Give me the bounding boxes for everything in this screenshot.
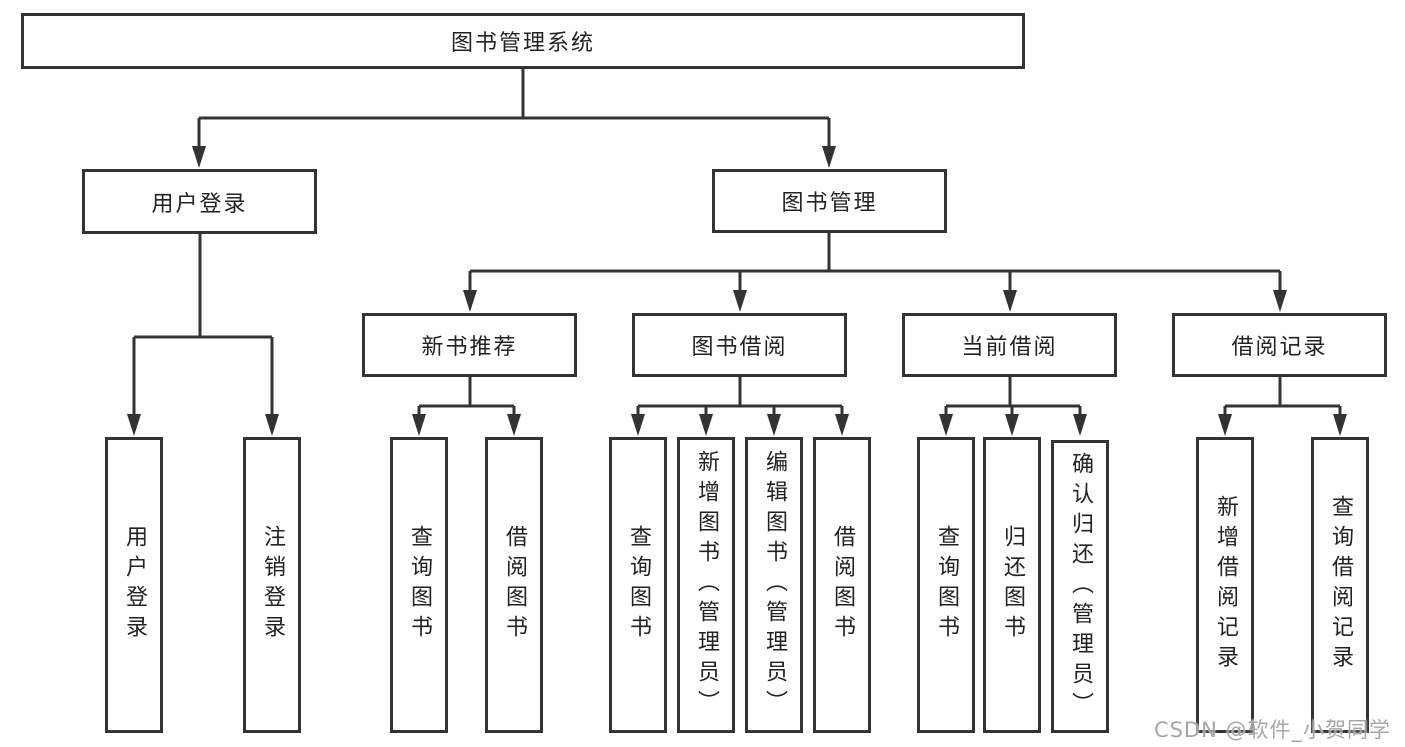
node-current-borrowing: 当前借阅 xyxy=(902,313,1117,377)
leaf-borrow-borrow-books: 借阅图书 xyxy=(813,437,871,733)
node-root-system: 图书管理系统 xyxy=(21,13,1025,69)
leaf-borrow-query-books-label: 查询图书 xyxy=(626,525,651,645)
leaf-current-return-books-label: 归还图书 xyxy=(1000,525,1025,645)
leaf-current-return-books: 归还图书 xyxy=(983,437,1041,733)
leaf-current-confirm-return-admin: 确认归还（管理员） xyxy=(1051,440,1109,733)
leaf-newrec-query-books-label: 查询图书 xyxy=(407,525,432,645)
leaf-records-add-record: 新增借阅记录 xyxy=(1196,437,1254,733)
csdn-watermark: CSDN @软件_小贺同学 xyxy=(1153,718,1391,742)
leaf-records-query-record-label: 查询借阅记录 xyxy=(1328,495,1353,675)
leaf-current-query-books-label: 查询图书 xyxy=(934,525,959,645)
node-new-book-recommendation: 新书推荐 xyxy=(362,313,577,377)
leaf-records-add-record-label: 新增借阅记录 xyxy=(1213,495,1238,675)
node-book-management: 图书管理 xyxy=(712,169,947,233)
leaf-borrow-edit-books-admin: 编辑图书（管理员） xyxy=(745,437,803,733)
arrowheads xyxy=(127,146,1347,436)
leaf-newrec-borrow-books-label: 借阅图书 xyxy=(502,525,527,645)
leaf-current-confirm-return-admin-label: 确认归还（管理员） xyxy=(1068,451,1093,722)
node-borrowing-records: 借阅记录 xyxy=(1172,313,1387,377)
leaf-borrow-add-books-admin-label: 新增图书（管理员） xyxy=(694,450,719,720)
leaf-logout-label: 注销登录 xyxy=(260,525,285,645)
leaf-borrow-borrow-books-label: 借阅图书 xyxy=(830,525,855,645)
leaf-logout: 注销登录 xyxy=(243,437,301,733)
node-user-login: 用户登录 xyxy=(82,169,317,234)
leaf-newrec-query-books: 查询图书 xyxy=(390,437,448,733)
leaf-borrow-query-books: 查询图书 xyxy=(609,437,667,733)
node-book-borrowing: 图书借阅 xyxy=(632,313,847,377)
leaf-newrec-borrow-books: 借阅图书 xyxy=(485,437,543,733)
leaf-user-login: 用户登录 xyxy=(105,437,163,733)
leaf-borrow-add-books-admin: 新增图书（管理员） xyxy=(677,437,735,733)
leaf-records-query-record: 查询借阅记录 xyxy=(1311,437,1369,733)
leaf-user-login-label: 用户登录 xyxy=(122,525,147,645)
leaf-current-query-books: 查询图书 xyxy=(917,437,975,733)
leaf-borrow-edit-books-admin-label: 编辑图书（管理员） xyxy=(762,450,787,720)
